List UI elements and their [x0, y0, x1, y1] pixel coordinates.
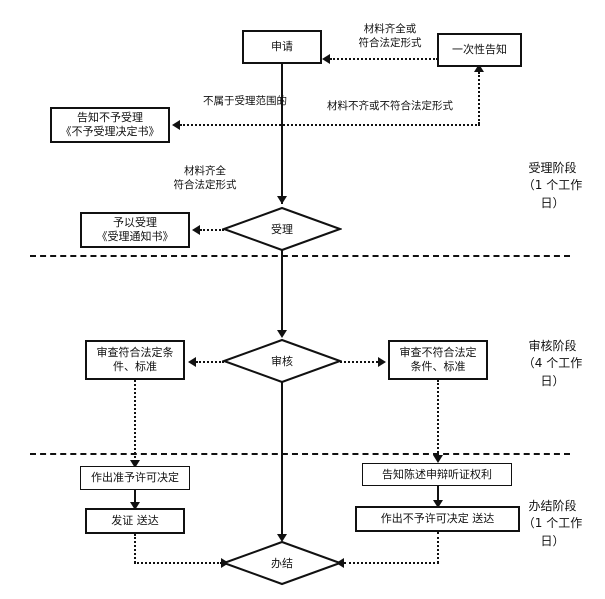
connector-approval-to-issue — [134, 490, 136, 508]
node-make-approval[interactable]: 作出准予许可决定 — [80, 466, 190, 490]
node-make-rejection[interactable]: 作出不予许可决定 送达 — [355, 506, 520, 532]
edge-label-not-in-scope: 不属于受理范围的 — [203, 95, 287, 107]
connector-to-notify-reject — [180, 124, 480, 126]
connector-conform-to-approval — [134, 380, 136, 466]
node-apply[interactable]: 申请 — [242, 30, 322, 64]
stage-separator-review — [30, 453, 570, 455]
node-complete[interactable]: 办结 — [222, 540, 342, 586]
arrowhead-apply-to-accept — [277, 196, 287, 204]
arrowhead-review-to-complete — [277, 534, 287, 542]
node-one-time-notice[interactable]: 一次性告知 — [437, 33, 522, 67]
arrowhead-to-notify-reject — [172, 120, 180, 130]
connector-review-to-not-conform — [340, 361, 378, 363]
stage-label-review: 审核阶段 （4 个工作 日） — [522, 339, 583, 388]
connector-accept-to-review — [281, 250, 283, 336]
connector-not-conform-to-notify-rights — [437, 380, 439, 460]
arrowhead-not-conform-to-notify-rights — [433, 455, 443, 463]
stage-label-completion: 办结阶段 （1 个工作 日） — [522, 499, 583, 548]
connector-notify-rights-to-rejection — [437, 486, 439, 506]
arrowhead-accept-to-review — [277, 330, 287, 338]
arrowhead-approval-to-issue — [130, 502, 140, 510]
node-accept[interactable]: 受理 — [222, 206, 342, 252]
node-grant-acceptance[interactable]: 予以受理 《受理通知书》 — [80, 212, 190, 248]
connector-issue-to-complete-vertical — [134, 534, 136, 563]
connector-issue-to-complete-horizontal — [134, 562, 222, 564]
arrowhead-incomplete-to-notice — [474, 64, 484, 72]
arrowhead-notice-to-apply — [322, 54, 330, 64]
arrowhead-notify-rights-to-rejection — [433, 500, 443, 508]
edge-label-materials-incomplete: 材料不齐或不符合法定形式 — [327, 100, 453, 112]
connector-review-to-conform — [196, 361, 224, 363]
edge-label-materials-complete-conform: 材料齐全 符合法定形式 — [173, 165, 237, 191]
connector-notice-to-apply — [330, 58, 438, 60]
arrowhead-review-to-conform — [188, 357, 196, 367]
connector-rejection-to-complete-horizontal — [344, 562, 439, 564]
edge-label-materials-complete-or-conform: 材料齐全或 符合法定形式 — [358, 23, 422, 49]
node-review[interactable]: 审核 — [222, 338, 342, 384]
stage-separator-acceptance — [30, 255, 570, 257]
connector-accept-to-grant — [200, 229, 224, 231]
node-notify-reject-acceptance[interactable]: 告知不予受理 《不予受理决定书》 — [50, 107, 170, 143]
connector-incomplete-to-notice — [478, 72, 480, 124]
arrowhead-review-to-not-conform — [378, 357, 386, 367]
node-notify-rights[interactable]: 告知陈述申辩听证权利 — [362, 463, 512, 486]
arrowhead-conform-to-approval — [130, 460, 140, 468]
stage-label-acceptance: 受理阶段 （1 个工作 日） — [522, 161, 583, 210]
node-issue-deliver[interactable]: 发证 送达 — [85, 508, 185, 534]
node-review-conform[interactable]: 审查符合法定条 件、标准 — [85, 340, 185, 380]
arrowhead-accept-to-grant — [192, 225, 200, 235]
connector-rejection-to-complete-vertical — [437, 532, 439, 563]
connector-apply-to-accept — [281, 64, 283, 204]
connector-review-to-complete — [281, 382, 283, 540]
node-review-not-conform[interactable]: 审查不符合法定 条件、标准 — [388, 340, 488, 380]
